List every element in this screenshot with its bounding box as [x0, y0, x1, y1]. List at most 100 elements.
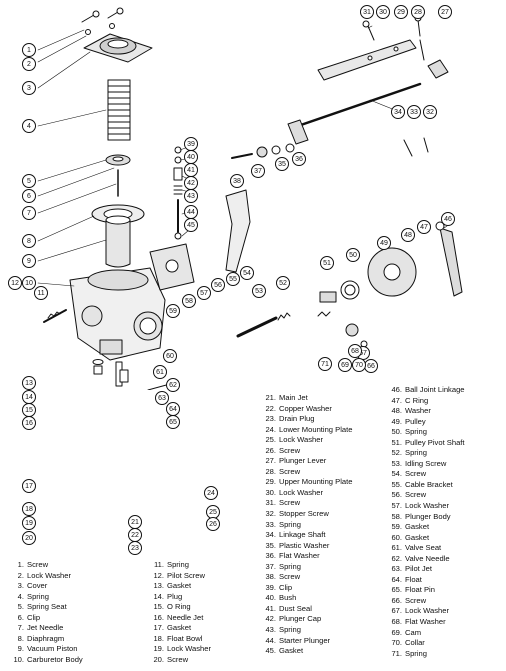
legend-label: Vacuum Piston	[27, 644, 78, 654]
legend-label: Linkage Shaft	[279, 530, 326, 540]
legend-number: 61.	[391, 543, 402, 553]
legend-item: 46.Ball Joint Linkage	[380, 385, 464, 396]
callout-2: 2	[22, 57, 36, 71]
legend-number: 23.	[265, 414, 276, 424]
part-carburetor-body-10	[69, 267, 166, 361]
legend-number: 49.	[391, 416, 402, 426]
part-spring-4	[107, 79, 131, 141]
callout-47: 47	[417, 220, 431, 234]
callout-32: 32	[423, 105, 437, 119]
callout-29: 29	[394, 5, 408, 19]
part-spring-50	[340, 280, 360, 300]
legend-label: Lock Washer	[27, 570, 72, 580]
legend-label: C Ring	[405, 395, 429, 405]
legend-item: 5.Spring Seat	[2, 602, 83, 613]
legend-number: 9.	[17, 644, 24, 654]
callout-59: 59	[166, 304, 180, 318]
part-spring-seat-5	[105, 154, 131, 166]
legend-item: 6.Clip	[2, 613, 83, 624]
legend-item: 71.Spring	[380, 649, 465, 660]
legend-item: 14.Plug	[142, 592, 211, 603]
legend-item: 56.Screw	[380, 490, 465, 501]
callout-50: 50	[346, 248, 360, 262]
legend-label: Gasket	[167, 581, 192, 591]
legend-number: 31.	[265, 498, 276, 508]
legend-label: Needle Jet	[167, 612, 204, 622]
legend-item: 28.Screw	[254, 467, 352, 478]
legend-label: Upper Mounting Plate	[279, 477, 353, 487]
legend-number: 53.	[391, 458, 402, 468]
legend-label: Screw	[167, 654, 189, 664]
part-plunger-lever-27	[419, 39, 449, 79]
legend-number: 51.	[391, 437, 402, 447]
callout-65: 65	[166, 415, 180, 429]
legend-label: Cam	[405, 627, 422, 637]
legend-number: 38.	[265, 572, 276, 582]
legend-item: 52.Spring	[380, 448, 465, 459]
legend-item: 64.Float	[380, 575, 465, 586]
callout-58: 58	[182, 294, 196, 308]
legend-label: Plunger Lever	[279, 456, 327, 466]
legend-item: 22.Copper Washer	[254, 404, 352, 415]
legend-number: 39.	[265, 582, 276, 592]
legend-item: 65.Float Pin	[380, 585, 465, 596]
legend-number: 24.	[265, 424, 276, 434]
legend-item: 53.Idling Screw	[380, 459, 465, 470]
legend-item: 45.Gasket	[254, 646, 352, 657]
callout-63: 63	[155, 391, 169, 405]
legend-item: 51.Pulley Pivot Shaft	[380, 438, 465, 449]
legend-number: 66.	[391, 595, 402, 605]
legend-label: Screw	[279, 572, 301, 582]
legend-item: 20.Screw	[142, 655, 211, 666]
legend-number: 19.	[153, 644, 164, 654]
part-starter-plunger-44	[173, 146, 183, 240]
legend-item: 21.Main Jet	[254, 393, 352, 404]
legend-number: 3.	[17, 581, 24, 591]
legend-number: 14.	[153, 591, 164, 601]
legend-number: 25.	[265, 435, 276, 445]
legend-label: Diaphragm	[27, 633, 65, 643]
legend-number: 18.	[153, 633, 164, 643]
legend-item: 25.Lock Washer	[254, 435, 352, 446]
legend-item: 15.O Ring	[142, 602, 211, 613]
legend-label: Lock Washer	[167, 644, 212, 654]
part-pulley-pivot-shaft-51	[319, 291, 337, 303]
callout-8: 8	[22, 234, 36, 248]
legend-label: Cable Bracket	[405, 479, 453, 489]
legend-label: Spring	[405, 448, 427, 458]
callout-6: 6	[22, 189, 36, 203]
legend-label: Spring	[405, 648, 427, 658]
legend-label: Jet Needle	[27, 623, 64, 633]
legend-number: 27.	[265, 456, 276, 466]
legend-item: 50.Spring	[380, 427, 465, 438]
legend-label: Float Pin	[405, 585, 435, 595]
legend-number: 29.	[265, 477, 276, 487]
carburetor-exploded-diagram	[37, 7, 463, 390]
legend-label: Main Jet	[279, 393, 308, 402]
callout-51: 51	[320, 256, 334, 270]
legend-item: 32.Stopper Screw	[254, 509, 352, 520]
legend-item: 68.Flat Washer	[380, 617, 465, 628]
legend-item: 48.Washer	[380, 406, 465, 417]
callout-31: 31	[360, 5, 374, 19]
callout-17: 17	[22, 479, 36, 493]
callout-23: 23	[128, 541, 142, 555]
legend-item: 18.Float Bowl	[142, 634, 211, 645]
legend-label: Bush	[279, 593, 297, 603]
legend-label: Valve Seat	[405, 543, 442, 553]
legend-number: 54.	[391, 469, 402, 479]
legend-item: 34.Linkage Shaft	[254, 530, 352, 541]
legend-number: 70.	[391, 638, 402, 648]
legend-label: Screw	[405, 595, 427, 605]
parts-legend-column-3: 21.Main Jet 22.Copper Washer 23.Drain Pl…	[254, 393, 352, 657]
callout-43: 43	[184, 189, 198, 203]
legend-item: 43.Spring	[254, 625, 352, 636]
callout-35: 35	[275, 157, 289, 171]
legend-number: 28.	[265, 466, 276, 476]
callout-38: 38	[230, 174, 244, 188]
legend-label: Idling Screw	[405, 458, 447, 468]
callout-28: 28	[411, 5, 425, 19]
legend-item: 59.Gasket	[380, 522, 465, 533]
legend-label: Drain Plug	[279, 414, 315, 424]
callout-16: 16	[22, 416, 36, 430]
